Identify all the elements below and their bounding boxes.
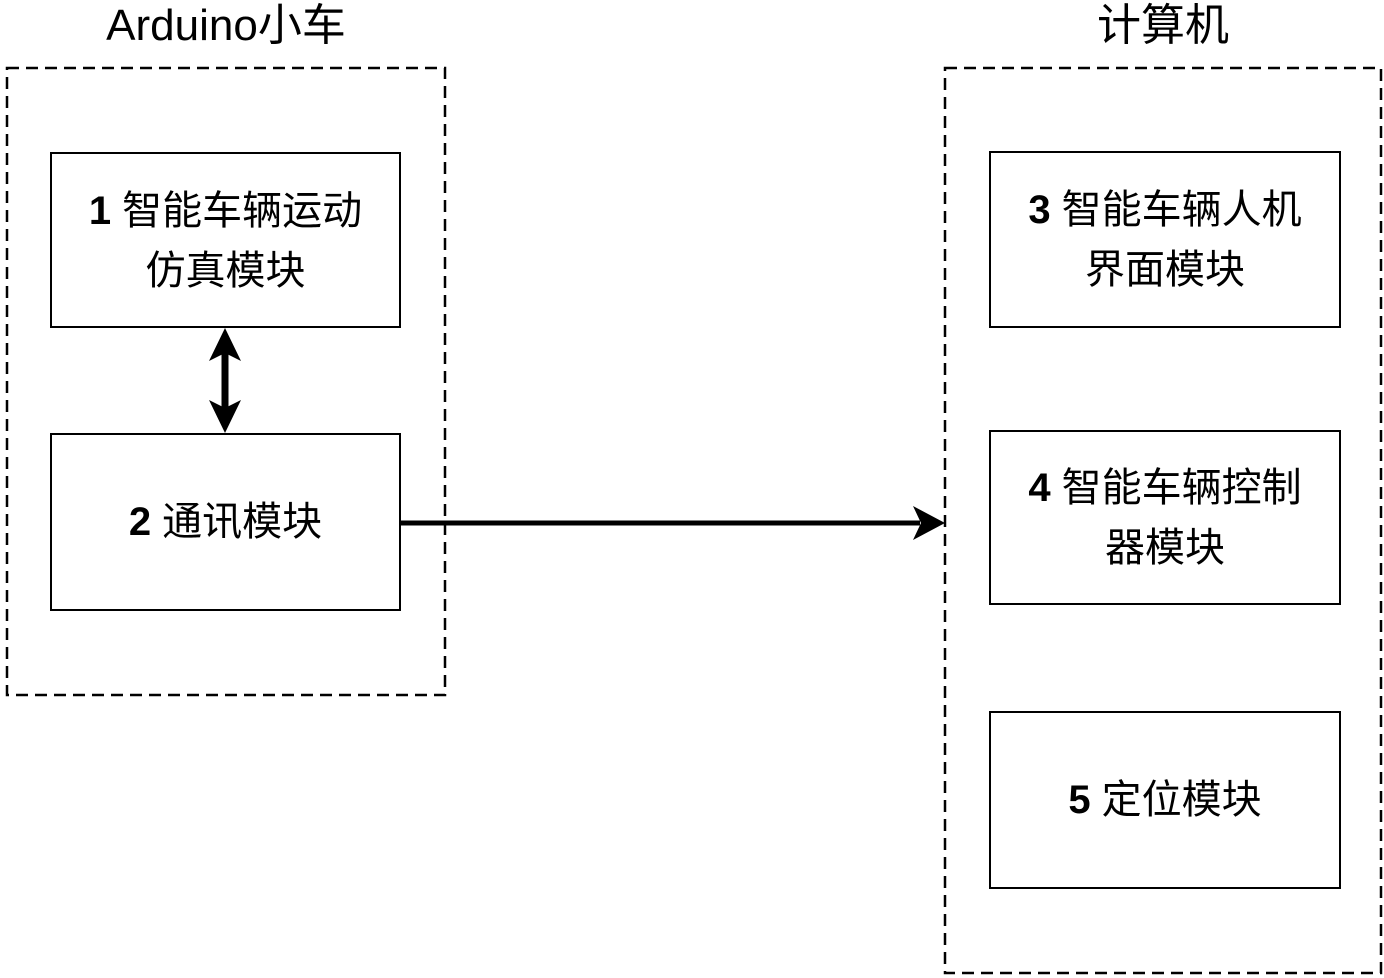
module-4-number: 4 bbox=[1028, 466, 1051, 510]
module-3-number: 3 bbox=[1028, 188, 1051, 232]
module-1-text-line1: 智能车辆运动 bbox=[122, 187, 363, 233]
arduino-car-group-title: Arduino小车 bbox=[106, 1, 346, 50]
computer-dashed-container bbox=[943, 66, 1383, 975]
arrow-head-right-icon bbox=[913, 506, 945, 540]
module-3-text-line1: 智能车辆人机 bbox=[1061, 187, 1302, 232]
module-4-label-line2: 器模块 bbox=[1105, 518, 1225, 577]
module-4-text-line1: 智能车辆控制 bbox=[1061, 465, 1302, 510]
module-3-text-line2: 界面模块 bbox=[1085, 247, 1245, 292]
bidirectional-arrow bbox=[209, 328, 241, 433]
computer-group-title: 计算机 bbox=[1097, 1, 1229, 50]
arrow-head-up-icon bbox=[209, 328, 241, 361]
arduino-car-dashed-container bbox=[5, 66, 447, 697]
module-2-number: 2 bbox=[128, 500, 152, 544]
module-5-number: 5 bbox=[1068, 778, 1091, 822]
arrow-head-down-icon bbox=[209, 400, 241, 433]
module-2-text-line1: 通讯模块 bbox=[162, 499, 323, 544]
module-3-label-line2: 界面模块 bbox=[1085, 240, 1245, 299]
module-5-text-line1: 定位模块 bbox=[1101, 777, 1262, 822]
module-1-number: 1 bbox=[88, 188, 112, 233]
module-1-text-line2: 仿真模块 bbox=[145, 247, 306, 293]
module-4-text-line2: 器模块 bbox=[1105, 525, 1225, 570]
module-1-label-line2: 仿真模块 bbox=[146, 241, 306, 300]
communication-arrow bbox=[401, 506, 945, 540]
